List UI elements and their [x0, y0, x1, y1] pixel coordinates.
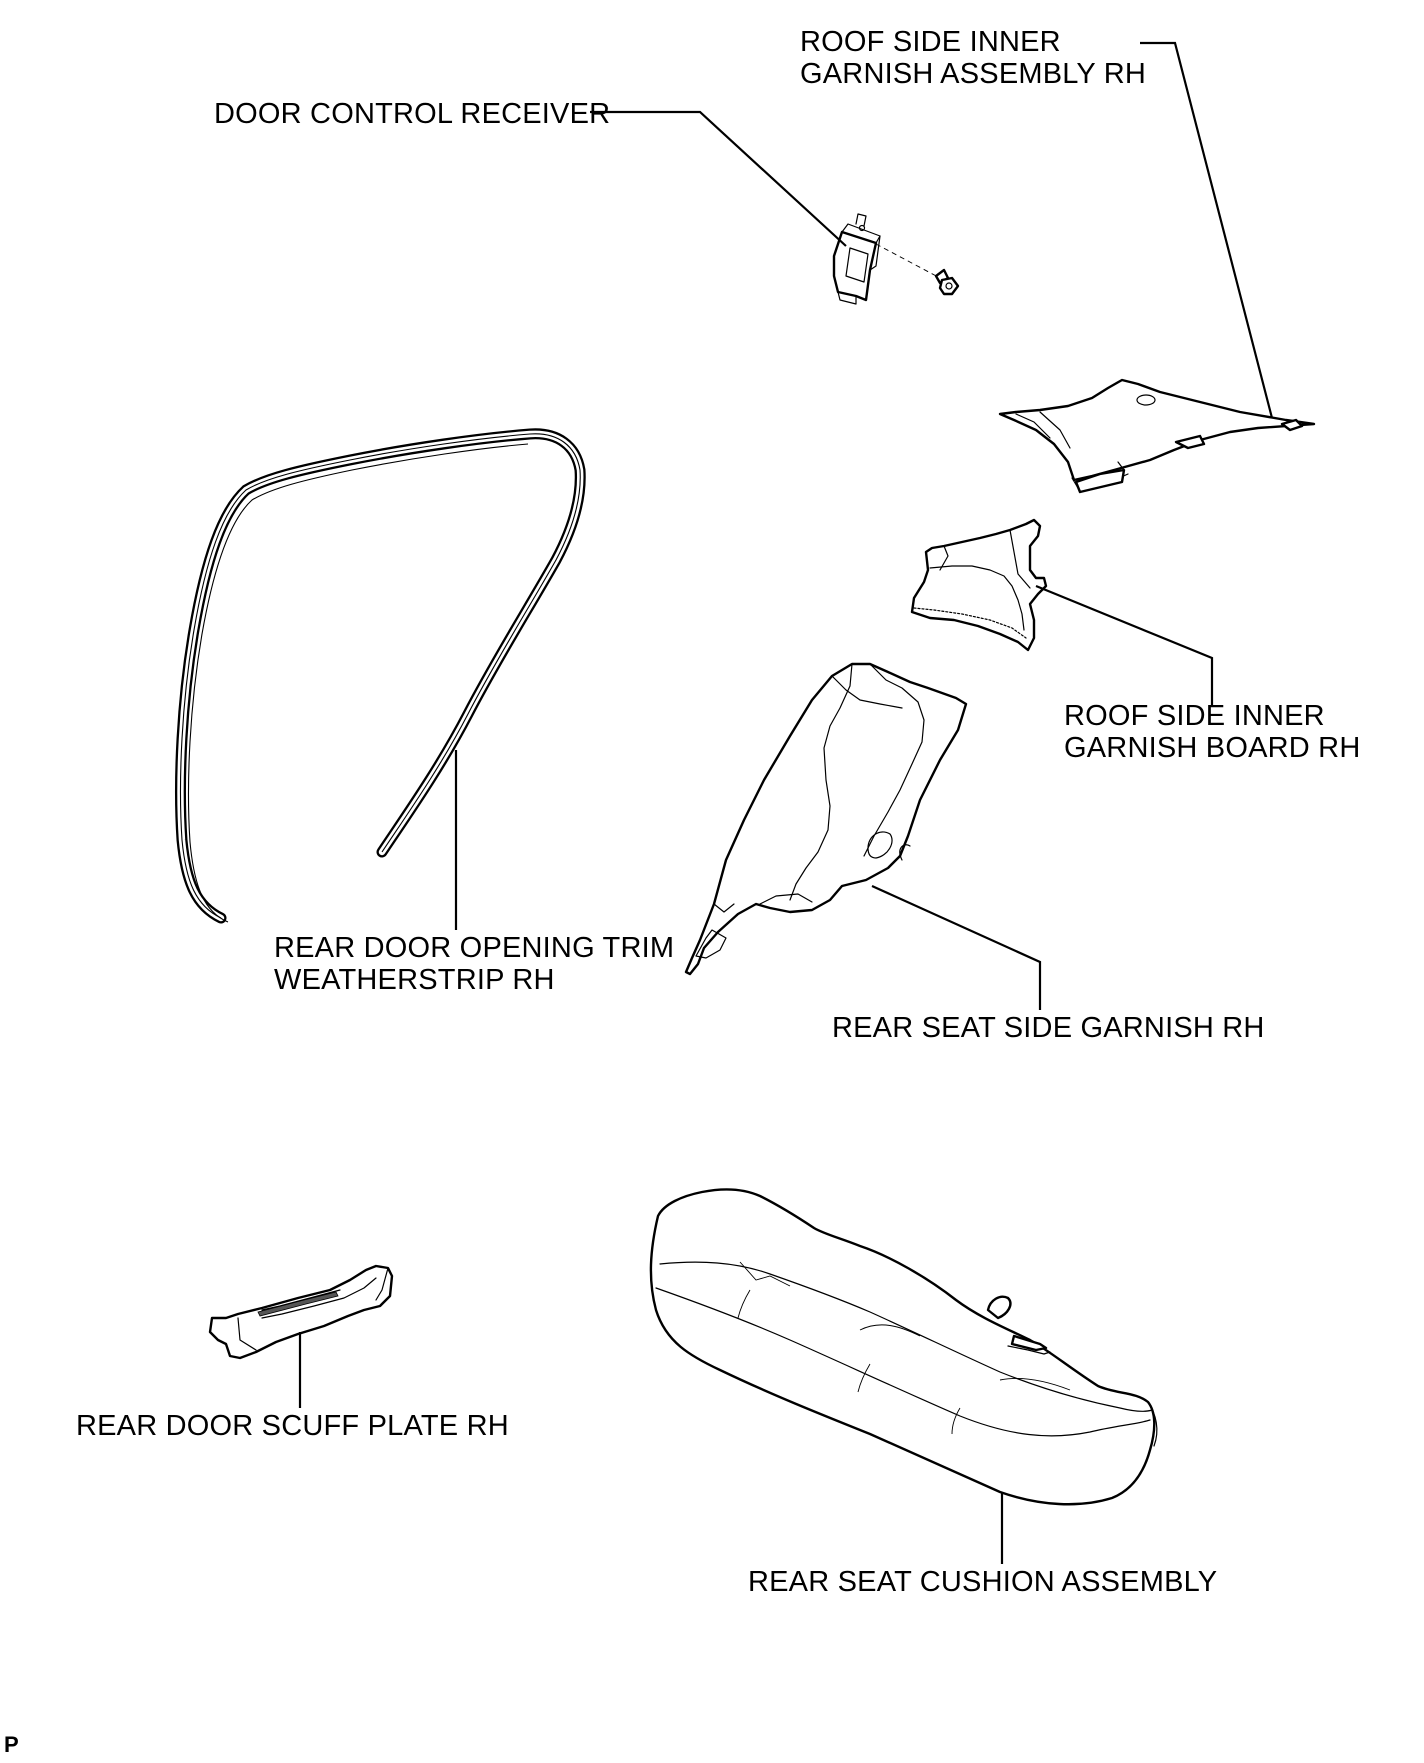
rear-door-opening-trim-weatherstrip-part	[175, 428, 586, 924]
label-rear-seat-side-garnish: REAR SEAT SIDE GARNISH RH	[832, 1012, 1265, 1044]
label-roof-side-inner-garnish-assembly-line2: GARNISH ASSEMBLY RH	[800, 58, 1146, 90]
label-roof-side-inner-garnish-board-line1: ROOF SIDE INNER	[1064, 700, 1325, 732]
leader-roof-side-inner-garnish-board	[1035, 584, 1214, 706]
label-door-control-receiver: DOOR CONTROL RECEIVER	[214, 98, 611, 130]
leader-door-control-receiver	[590, 110, 847, 247]
label-rear-door-opening-trim-line2: WEATHERSTRIP RH	[274, 964, 555, 996]
rear-seat-side-garnish-part	[684, 662, 968, 976]
roof-side-inner-garnish-board-part	[910, 518, 1048, 652]
corner-mark: P	[4, 1732, 19, 1757]
label-rear-door-opening-trim-line1: REAR DOOR OPENING TRIM	[274, 932, 675, 964]
rear-seat-cushion-assembly-part	[649, 1188, 1158, 1506]
roof-side-inner-garnish-assembly-part	[998, 378, 1316, 494]
rear-door-scuff-plate-part	[208, 1264, 394, 1360]
door-control-receiver-part	[832, 213, 960, 305]
leader-rear-seat-side-garnish	[871, 884, 1042, 1010]
leader-roof-side-inner-garnish-assembly	[1140, 41, 1274, 419]
label-roof-side-inner-garnish-board-line2: GARNISH BOARD RH	[1064, 732, 1361, 764]
label-rear-seat-cushion-assembly: REAR SEAT CUSHION ASSEMBLY	[748, 1566, 1218, 1598]
receiver-bolt	[934, 268, 960, 296]
label-rear-door-scuff-plate: REAR DOOR SCUFF PLATE RH	[76, 1410, 509, 1442]
label-roof-side-inner-garnish-assembly-line1: ROOF SIDE INNER	[800, 26, 1061, 58]
